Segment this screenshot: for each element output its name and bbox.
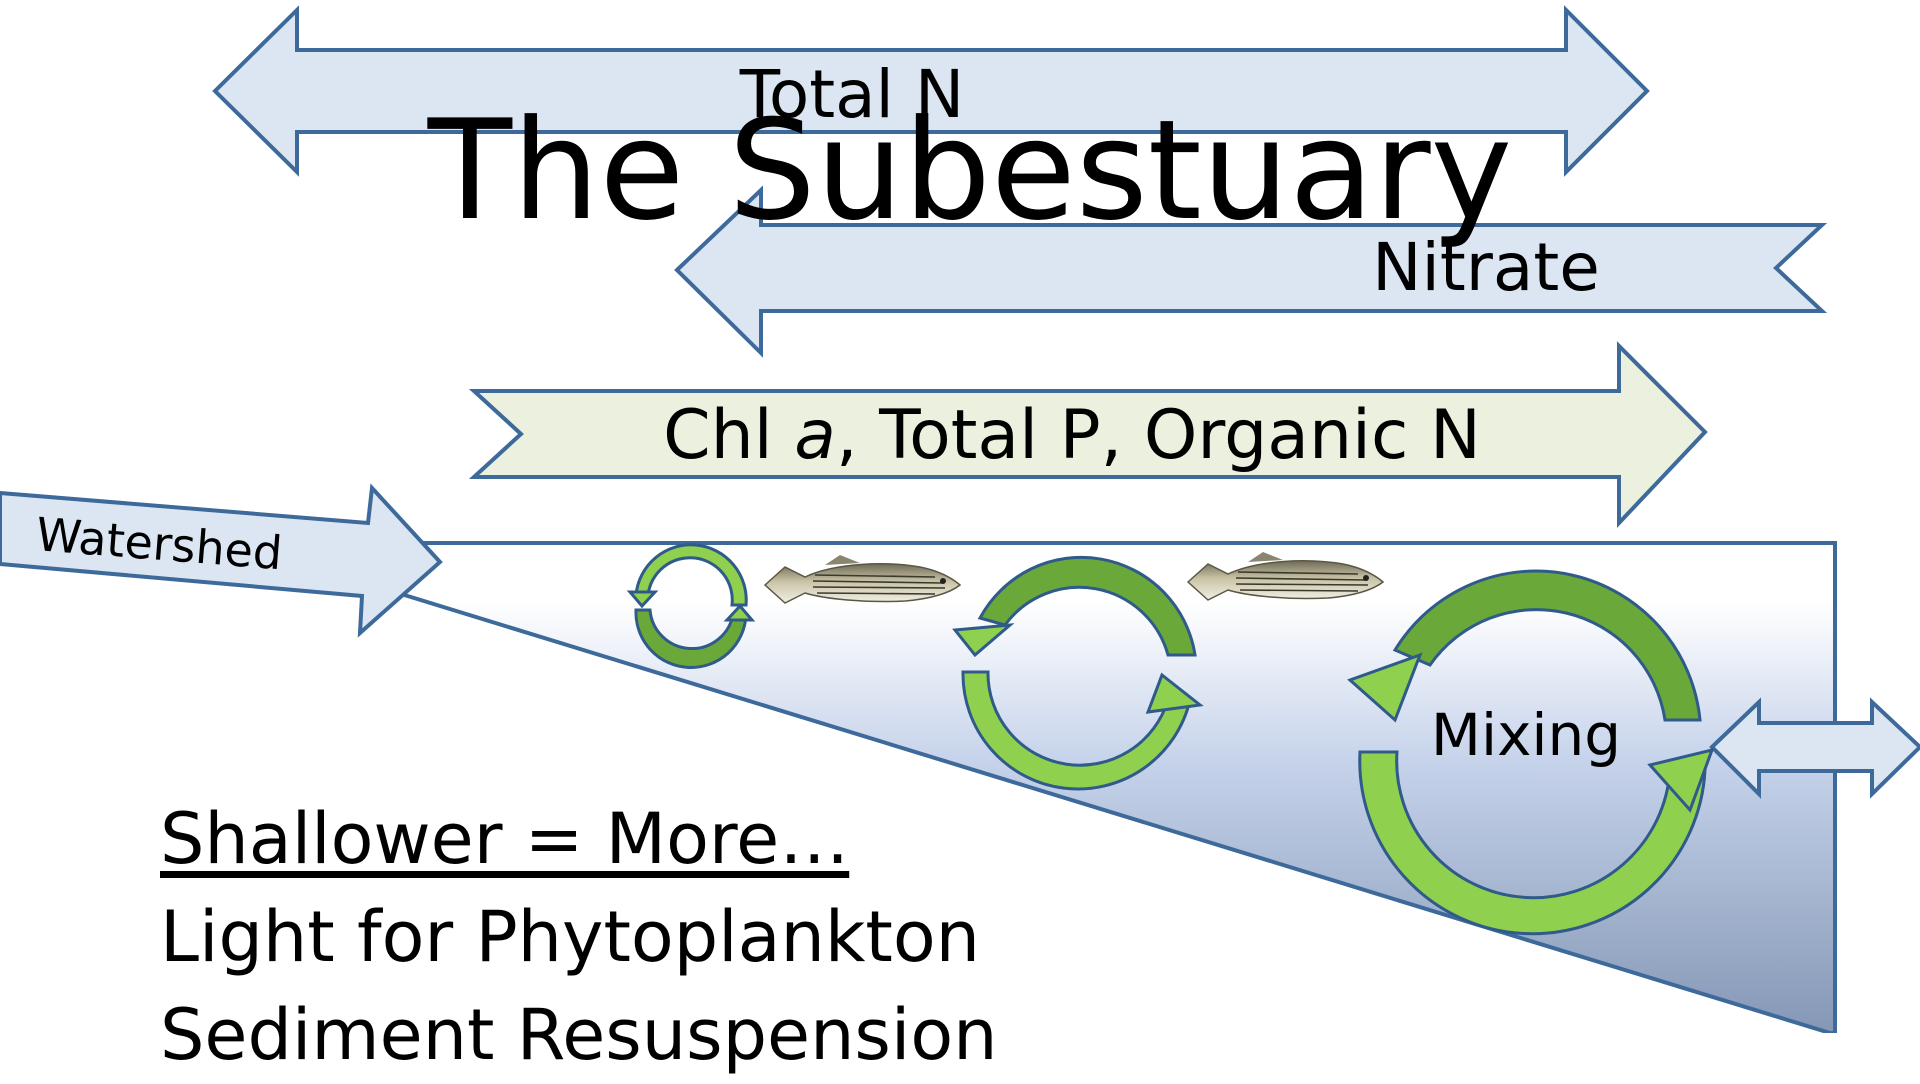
striped-bass-fish-icon [1186, 552, 1385, 601]
shallower-effects-list: Shallower = More… Light for Phytoplankto… [160, 790, 998, 1084]
total-n-label: Total N [739, 56, 965, 133]
medium-mixing-cycle [952, 555, 1204, 791]
total-n-arrow [212, 5, 1650, 177]
nitrate-arrow [674, 185, 1828, 358]
mixing-label: Mixing [1431, 701, 1621, 769]
small-mixing-cycle [626, 543, 756, 669]
slide-title: The Subestuary [427, 90, 1513, 251]
watershed-arrow [0, 483, 443, 638]
large-mixing-cycle [1347, 569, 1715, 936]
list-item: Sediment Resuspension [160, 994, 998, 1076]
chl-total-p-organic-n-arrow [468, 341, 1708, 529]
chl-total-p-organic-n-label: Chl a, Total P, Organic N [663, 396, 1481, 475]
subestuary-diagram: Total N The Subestuary Nitrate Chl a, To… [0, 5, 1920, 1033]
list-header: Shallower = More… [160, 798, 850, 880]
striped-bass-fish-icon [763, 555, 962, 604]
list-item: Light for Phytoplankton [160, 896, 981, 978]
ocean-exchange-arrow [1709, 697, 1920, 799]
nitrate-label: Nitrate [1372, 229, 1600, 306]
